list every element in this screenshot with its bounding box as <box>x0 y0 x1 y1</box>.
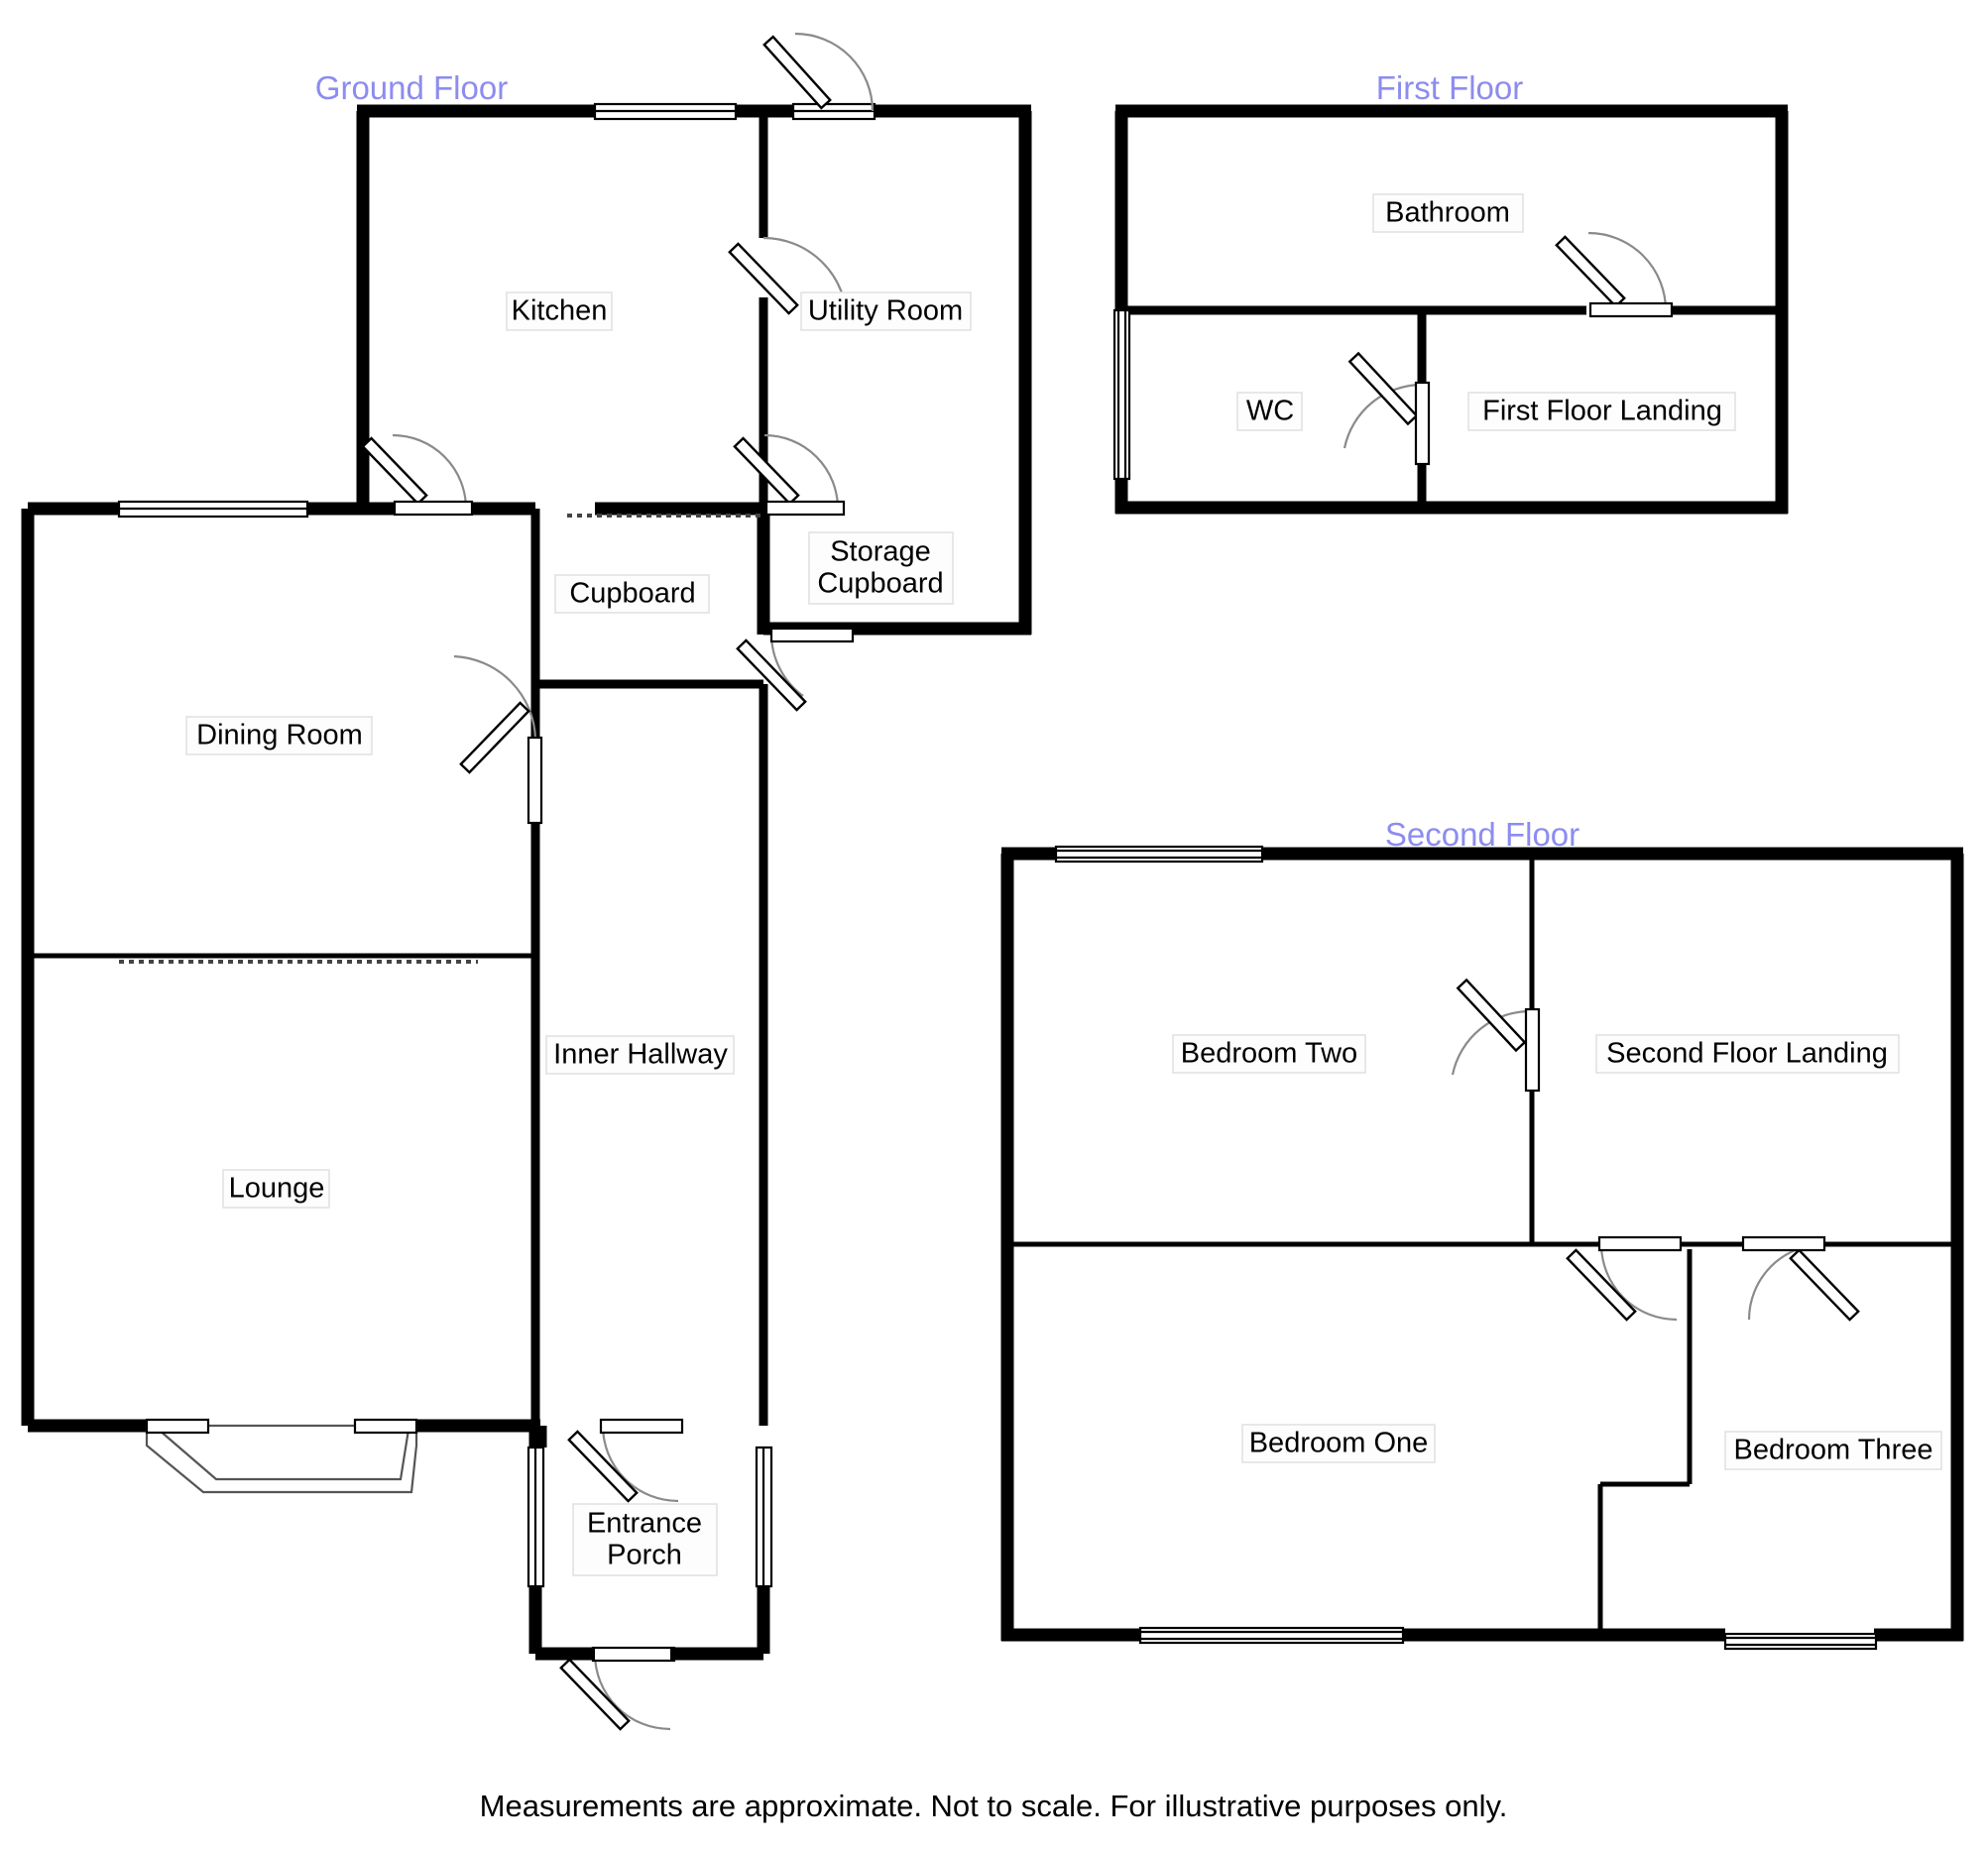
first-floor-walls <box>1114 104 1789 515</box>
plan-caption: Measurements are approximate. Not to sca… <box>480 1789 1508 1823</box>
room-label-bedroom-one: Bedroom One <box>1241 1424 1436 1463</box>
window-bedroom-one-bottom <box>1138 1626 1405 1645</box>
door-bedroom-two <box>1451 978 1541 1093</box>
room-label-cupboard-text: Cupboard <box>569 578 695 610</box>
door-bedroom-three <box>1741 1235 1860 1322</box>
second-floor-plan: Second Floor Bedroom Two Second Floor La… <box>1000 816 1964 1651</box>
first-floor-title: First Floor <box>1376 69 1524 106</box>
ground-floor-plan: Ground Floor Kitchen Utility Room Dining… <box>21 32 1032 1731</box>
door-storage-bottom <box>736 627 855 712</box>
window-porch-left <box>526 1446 545 1588</box>
room-label-entrance-porch-line2: Porch <box>607 1540 682 1571</box>
door-dining-hallway <box>453 654 543 825</box>
window-utility-top <box>791 102 877 121</box>
room-label-bedroom-two: Bedroom Two <box>1172 1034 1366 1074</box>
room-label-storage-cupboard-line2: Cupboard <box>817 568 943 600</box>
second-floor-title: Second Floor <box>1385 816 1579 853</box>
room-label-bedroom-three-text: Bedroom Three <box>1734 1435 1933 1466</box>
room-label-lounge: Lounge <box>222 1169 330 1209</box>
room-label-bedroom-two-text: Bedroom Two <box>1181 1038 1357 1070</box>
room-label-lounge-text: Lounge <box>229 1173 325 1205</box>
second-floor-walls <box>1000 847 1964 1642</box>
room-label-dining-room: Dining Room <box>185 716 373 755</box>
first-floor-plan: First Floor Bathroom WC First Floor Land… <box>1112 69 1789 515</box>
room-label-bedroom-one-text: Bedroom One <box>1249 1428 1429 1459</box>
room-label-utility-room-text: Utility Room <box>808 295 963 327</box>
window-first-floor-left <box>1112 308 1131 481</box>
door-utility-external <box>762 32 875 112</box>
window-dining-top <box>117 500 309 519</box>
room-label-dining-room-text: Dining Room <box>196 720 363 752</box>
window-second-floor-top <box>1054 845 1264 864</box>
room-label-entrance-porch: Entrance Porch <box>572 1503 718 1576</box>
ground-floor-title: Ground Floor <box>315 69 508 106</box>
room-label-bathroom: Bathroom <box>1372 193 1524 233</box>
room-label-inner-hallway-text: Inner Hallway <box>553 1039 728 1071</box>
room-label-bathroom-text: Bathroom <box>1385 197 1510 229</box>
door-wc <box>1343 351 1431 466</box>
window-kitchen-top <box>593 102 738 121</box>
window-bedroom-three-bottom <box>1723 1632 1878 1651</box>
entrance-porch-walls <box>528 1426 770 1661</box>
door-bathroom <box>1555 231 1674 318</box>
room-label-inner-hallway: Inner Hallway <box>545 1035 735 1075</box>
room-label-storage-cupboard-line1: Storage <box>830 536 931 568</box>
room-label-utility-room: Utility Room <box>800 291 972 331</box>
room-label-wc: WC <box>1236 392 1303 431</box>
room-label-entrance-porch-line1: Entrance <box>587 1508 702 1540</box>
room-label-first-floor-landing: First Floor Landing <box>1467 392 1736 431</box>
door-porch-inner <box>567 1418 684 1503</box>
room-label-first-floor-landing-text: First Floor Landing <box>1482 396 1722 427</box>
room-label-kitchen: Kitchen <box>506 291 613 331</box>
room-label-storage-cupboard: Storage Cupboard <box>808 531 954 605</box>
room-label-bedroom-three: Bedroom Three <box>1724 1431 1942 1470</box>
door-bedroom-one <box>1566 1235 1683 1322</box>
inner-hallway-walls <box>28 509 768 1426</box>
room-label-wc-text: WC <box>1246 396 1294 427</box>
room-label-kitchen-text: Kitchen <box>512 295 608 327</box>
door-porch-external <box>559 1646 676 1731</box>
room-label-second-floor-landing-text: Second Floor Landing <box>1606 1038 1888 1070</box>
bay-window-lounge <box>145 1418 418 1494</box>
room-label-second-floor-landing: Second Floor Landing <box>1595 1034 1900 1074</box>
door-storage-top <box>733 433 846 517</box>
door-kitchen-hallway <box>361 433 474 517</box>
ground-floor-main-block-walls <box>21 502 547 1447</box>
window-porch-right <box>755 1446 773 1588</box>
room-label-cupboard: Cupboard <box>554 574 710 614</box>
